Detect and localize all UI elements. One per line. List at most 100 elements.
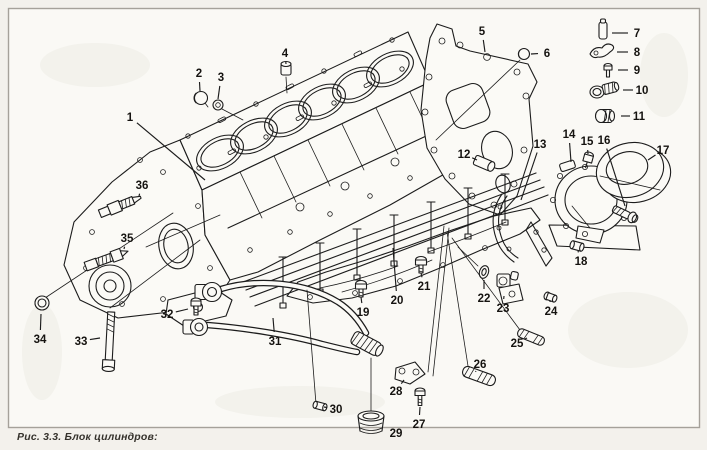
callout-34: 34 [34, 334, 47, 346]
callout-30: 30 [330, 404, 343, 416]
plug-3 [212, 99, 244, 121]
callout-8: 8 [634, 47, 641, 59]
sensor-36 [97, 195, 142, 218]
leader-line-25 [524, 337, 528, 340]
rear-seal-assembly [492, 141, 672, 267]
leader-line-5 [482, 39, 486, 53]
bolt-21 [414, 255, 428, 274]
leader-line-34 [39, 313, 42, 331]
leader-line-33 [89, 337, 101, 341]
pin-7 [598, 18, 608, 40]
leader-line-36 [138, 193, 141, 197]
leader-line-35 [123, 246, 126, 250]
callout-14: 14 [563, 129, 576, 141]
leader-line-2 [198, 81, 201, 92]
block-left-face [63, 139, 233, 327]
callout-7: 7 [634, 28, 640, 40]
callout-12: 12 [458, 149, 471, 161]
leader-line-1 [136, 122, 206, 181]
oil-seal-17 [595, 141, 672, 204]
callout-11: 11 [633, 111, 646, 123]
mount-strap [571, 205, 605, 244]
leader-line-28 [400, 379, 405, 385]
cylinder-bores [196, 50, 414, 172]
hose-fitting [350, 331, 384, 357]
baffle-plate [286, 207, 541, 304]
leader-line-20 [392, 247, 397, 292]
bolt-9 [603, 62, 613, 78]
callout-6: 6 [544, 48, 550, 60]
callout-31: 31 [269, 336, 282, 348]
callout-35: 35 [121, 233, 134, 245]
callout-28: 28 [390, 386, 403, 398]
leader-line-31 [272, 317, 275, 333]
leader-line-16 [606, 148, 626, 207]
callout-13: 13 [534, 139, 547, 151]
figure-caption: Рис. 3.3. Блок цилиндров: [17, 431, 158, 443]
dowel-18 [569, 240, 585, 252]
bottom-parts [354, 225, 558, 434]
crankcase-girdle [242, 172, 549, 309]
leader-line-32 [175, 308, 189, 313]
clamp-8 [589, 43, 615, 59]
callout-32: 32 [161, 309, 174, 321]
stud-26 [462, 365, 496, 387]
nut-34 [34, 295, 50, 311]
leader-line-17 [647, 154, 656, 161]
leader-line-21 [420, 272, 423, 278]
plug-6 [435, 47, 531, 141]
oring-22 [478, 265, 490, 279]
callout-1: 1 [127, 112, 134, 124]
drain-plug-29 [357, 410, 385, 434]
leader-line-14 [569, 142, 572, 163]
small-parts-column [589, 18, 620, 124]
callout-23: 23 [497, 303, 510, 315]
callout-2: 2 [196, 68, 202, 80]
bolt-16 [611, 205, 639, 224]
callout-4: 4 [282, 48, 289, 60]
callout-29: 29 [390, 428, 403, 440]
callout-15: 15 [581, 136, 594, 148]
bolt-27 [414, 387, 426, 407]
gasket-13 [492, 193, 553, 267]
callout-27: 27 [413, 419, 426, 431]
plug-11 [594, 108, 616, 124]
oil-hose-assembly [182, 279, 384, 412]
leader-line-3 [217, 85, 221, 100]
front-boss [88, 264, 132, 308]
callout-5: 5 [479, 26, 486, 38]
callout-25: 25 [511, 338, 524, 350]
plug-2 [193, 90, 209, 108]
engine-block-drawing [63, 31, 469, 327]
banjo-bolt-32 [190, 297, 202, 316]
bolt-hole-5 [483, 53, 491, 61]
callout-24: 24 [545, 306, 558, 318]
bracket-28 [394, 361, 426, 385]
oil-squirter-23 [496, 270, 524, 305]
bolt-19 [354, 279, 368, 298]
callout-18: 18 [575, 256, 588, 268]
callout-16: 16 [598, 135, 611, 147]
sensor-35 [83, 247, 129, 272]
callout-19: 19 [357, 307, 370, 319]
callout-36: 36 [136, 180, 149, 192]
leader-line-19 [360, 296, 363, 304]
scan-texture [22, 33, 688, 418]
leader-line-26 [475, 370, 477, 373]
leader-line-12 [471, 157, 478, 161]
callout-3: 3 [218, 72, 224, 84]
bolt-33 [101, 311, 116, 373]
callout-9: 9 [634, 65, 640, 77]
deck-holes [185, 37, 405, 171]
callout-10: 10 [636, 85, 649, 97]
callout-17: 17 [657, 145, 670, 157]
plug-10 [589, 81, 620, 99]
callout-33: 33 [75, 336, 88, 348]
leader-line-27 [418, 406, 421, 416]
callout-20: 20 [391, 295, 404, 307]
callout-22: 22 [478, 293, 491, 305]
callout-21: 21 [418, 281, 431, 293]
left-parts [34, 195, 221, 373]
leader-line-30 [323, 406, 328, 409]
